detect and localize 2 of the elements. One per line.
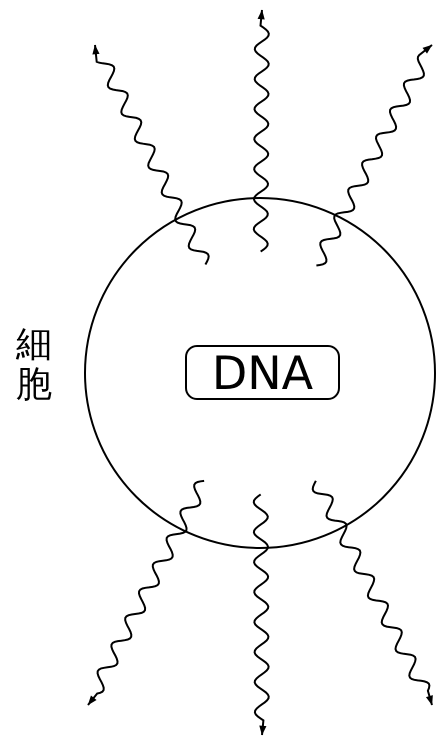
dna-box: DNA	[185, 345, 340, 400]
cell-label: 細胞	[16, 325, 53, 404]
